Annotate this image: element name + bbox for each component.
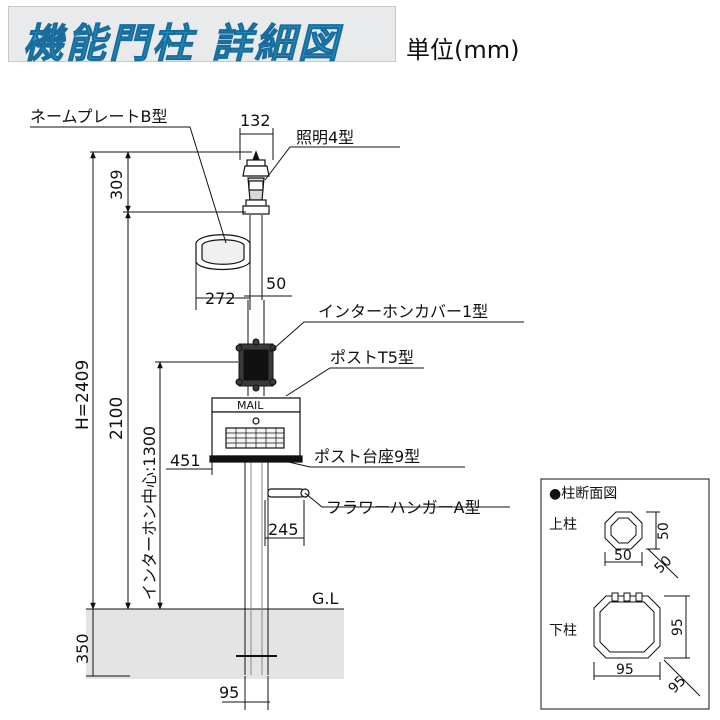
intercom-cover xyxy=(235,338,277,392)
section-inset: ●柱断面図 上柱 下柱 50 50 50 xyxy=(540,478,710,710)
dim-nameplate-width: 272 xyxy=(205,289,236,308)
nameplate xyxy=(195,234,251,271)
dim-post-base-width: 451 xyxy=(170,451,201,470)
upper-section-shape xyxy=(604,511,643,550)
section-lower-label: 下柱 xyxy=(549,623,577,639)
dim-lamp-width: 132 xyxy=(240,111,271,130)
dim-base-width: 95 xyxy=(219,683,239,702)
dim-height: H=2409 xyxy=(73,360,93,430)
section-upper-width: 50 xyxy=(614,548,632,564)
section-upper-height: 50 xyxy=(656,522,672,540)
label-post-base: ポスト台座9型 xyxy=(314,447,420,466)
ground-label: G.L xyxy=(312,589,338,608)
dim-2100: 2100 xyxy=(107,397,127,440)
dimension-lines xyxy=(86,128,305,710)
label-intercom-cover: インターホンカバー1型 xyxy=(318,302,488,321)
flower-hanger xyxy=(267,488,310,498)
dim-pole-width: 50 xyxy=(266,274,286,293)
label-flower-hanger: フラワーハンガーA型 xyxy=(326,498,481,517)
section-title: ●柱断面図 xyxy=(549,486,617,502)
diagram-title: 機能門柱 詳細図 xyxy=(23,21,341,68)
dim-intercom-center: インターホン中心:1300 xyxy=(140,426,159,600)
label-post: ポストT5型 xyxy=(330,348,414,367)
mailbox-text: MAIL xyxy=(237,399,264,412)
title-box: 機能門柱 詳細図 xyxy=(8,6,396,68)
mailbox-post xyxy=(209,397,303,463)
section-lower-width: 95 xyxy=(616,662,634,678)
unit-label: 単位(mm) xyxy=(406,36,520,64)
label-light: 照明4型 xyxy=(296,128,354,147)
leader-lines xyxy=(30,126,524,508)
section-upper-label: 上柱 xyxy=(549,517,577,533)
dim-lamp-height: 309 xyxy=(107,169,126,200)
dim-flower-hanger-width: 245 xyxy=(268,520,299,539)
dim-embed-depth: 350 xyxy=(73,633,92,664)
label-nameplate: ネームプレートB型 xyxy=(30,107,168,126)
light-fixture xyxy=(242,150,270,215)
lower-section-shape xyxy=(593,595,661,659)
section-lower-height: 95 xyxy=(670,618,686,636)
ground-area xyxy=(86,609,344,679)
